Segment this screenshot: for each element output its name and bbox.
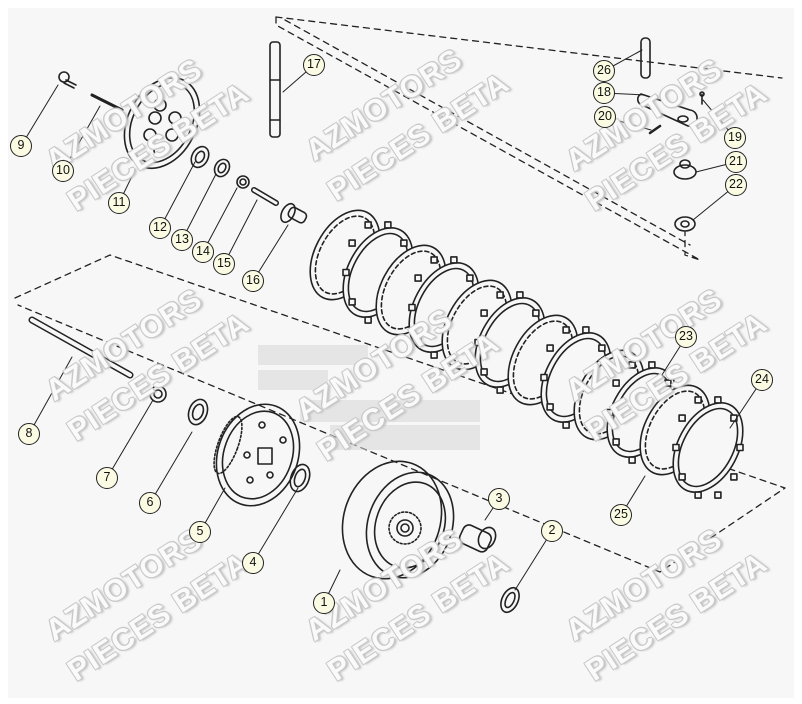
leader-line: [28, 356, 73, 435]
leader-line: [159, 161, 196, 229]
part-21-bushing: [673, 159, 697, 180]
part-7-nut: [149, 385, 167, 403]
callout-16[interactable]: 16: [242, 270, 264, 292]
callout-4[interactable]: 4: [242, 552, 264, 574]
callout-22[interactable]: 22: [725, 174, 747, 196]
callout-2[interactable]: 2: [541, 520, 563, 542]
leader-line: [202, 187, 238, 253]
part-22-washer: [674, 216, 696, 232]
part-20-screw: [648, 124, 662, 135]
leader-line: [149, 431, 193, 504]
callout-15[interactable]: 15: [213, 253, 235, 275]
part-16-thrust-piece: [280, 202, 308, 224]
leader-line: [223, 199, 258, 265]
leader-line: [62, 105, 101, 172]
leader-line: [514, 530, 553, 591]
callout-18[interactable]: 18: [593, 82, 615, 104]
leader-line: [181, 173, 217, 241]
part-18-lever: [636, 93, 698, 127]
callout-7[interactable]: 7: [96, 467, 118, 489]
callout-12[interactable]: 12: [149, 217, 171, 239]
callout-21[interactable]: 21: [725, 151, 747, 173]
callout-11[interactable]: 11: [108, 192, 130, 214]
diagram-canvas: [8, 8, 794, 698]
lower-group-outline: [14, 254, 786, 573]
callout-9[interactable]: 9: [10, 135, 32, 157]
part-12-seal: [190, 145, 210, 169]
callout-5[interactable]: 5: [189, 521, 211, 543]
part-10-spring: [90, 93, 124, 112]
center-watermark-stipple: [258, 345, 480, 450]
part-2-washer: [500, 586, 520, 614]
steel-plate: [672, 396, 744, 499]
upper-group-outline: [275, 16, 783, 261]
callout-6[interactable]: 6: [139, 492, 161, 514]
part-13-bearing: [213, 158, 231, 178]
part-26-pin: [640, 37, 651, 79]
part-5-clutch-hub: [213, 403, 301, 507]
clutch-plate-stack: [309, 209, 744, 499]
callout-1[interactable]: 1: [313, 592, 335, 614]
callout-13[interactable]: 13: [171, 229, 193, 251]
part-3-bushing: [458, 524, 497, 553]
callout-23[interactable]: 23: [675, 326, 697, 348]
callout-17[interactable]: 17: [303, 54, 325, 76]
part-19-screw: [699, 91, 705, 105]
part-6-washer: [187, 398, 209, 426]
part-14-nut: [236, 175, 250, 189]
leader-line: [20, 84, 59, 147]
part-1-clutch-housing: [341, 460, 455, 580]
callout-19[interactable]: 19: [724, 127, 746, 149]
callout-8[interactable]: 8: [18, 423, 40, 445]
callout-26[interactable]: 26: [593, 60, 615, 82]
callout-20[interactable]: 20: [594, 106, 616, 128]
callout-10[interactable]: 10: [52, 160, 74, 182]
callout-3[interactable]: 3: [488, 488, 510, 510]
leader-line: [106, 399, 154, 479]
part-9-screw: [58, 71, 77, 89]
callout-24[interactable]: 24: [751, 369, 773, 391]
callout-25[interactable]: 25: [610, 504, 632, 526]
part-17-shaft: [269, 41, 281, 138]
part-4-washer: [289, 463, 311, 493]
part-8-push-rod: [28, 316, 134, 379]
leader-line: [252, 487, 299, 564]
callout-14[interactable]: 14: [192, 241, 214, 263]
part-11-pressure-plate: [123, 76, 201, 170]
part-15-stud: [251, 187, 279, 206]
